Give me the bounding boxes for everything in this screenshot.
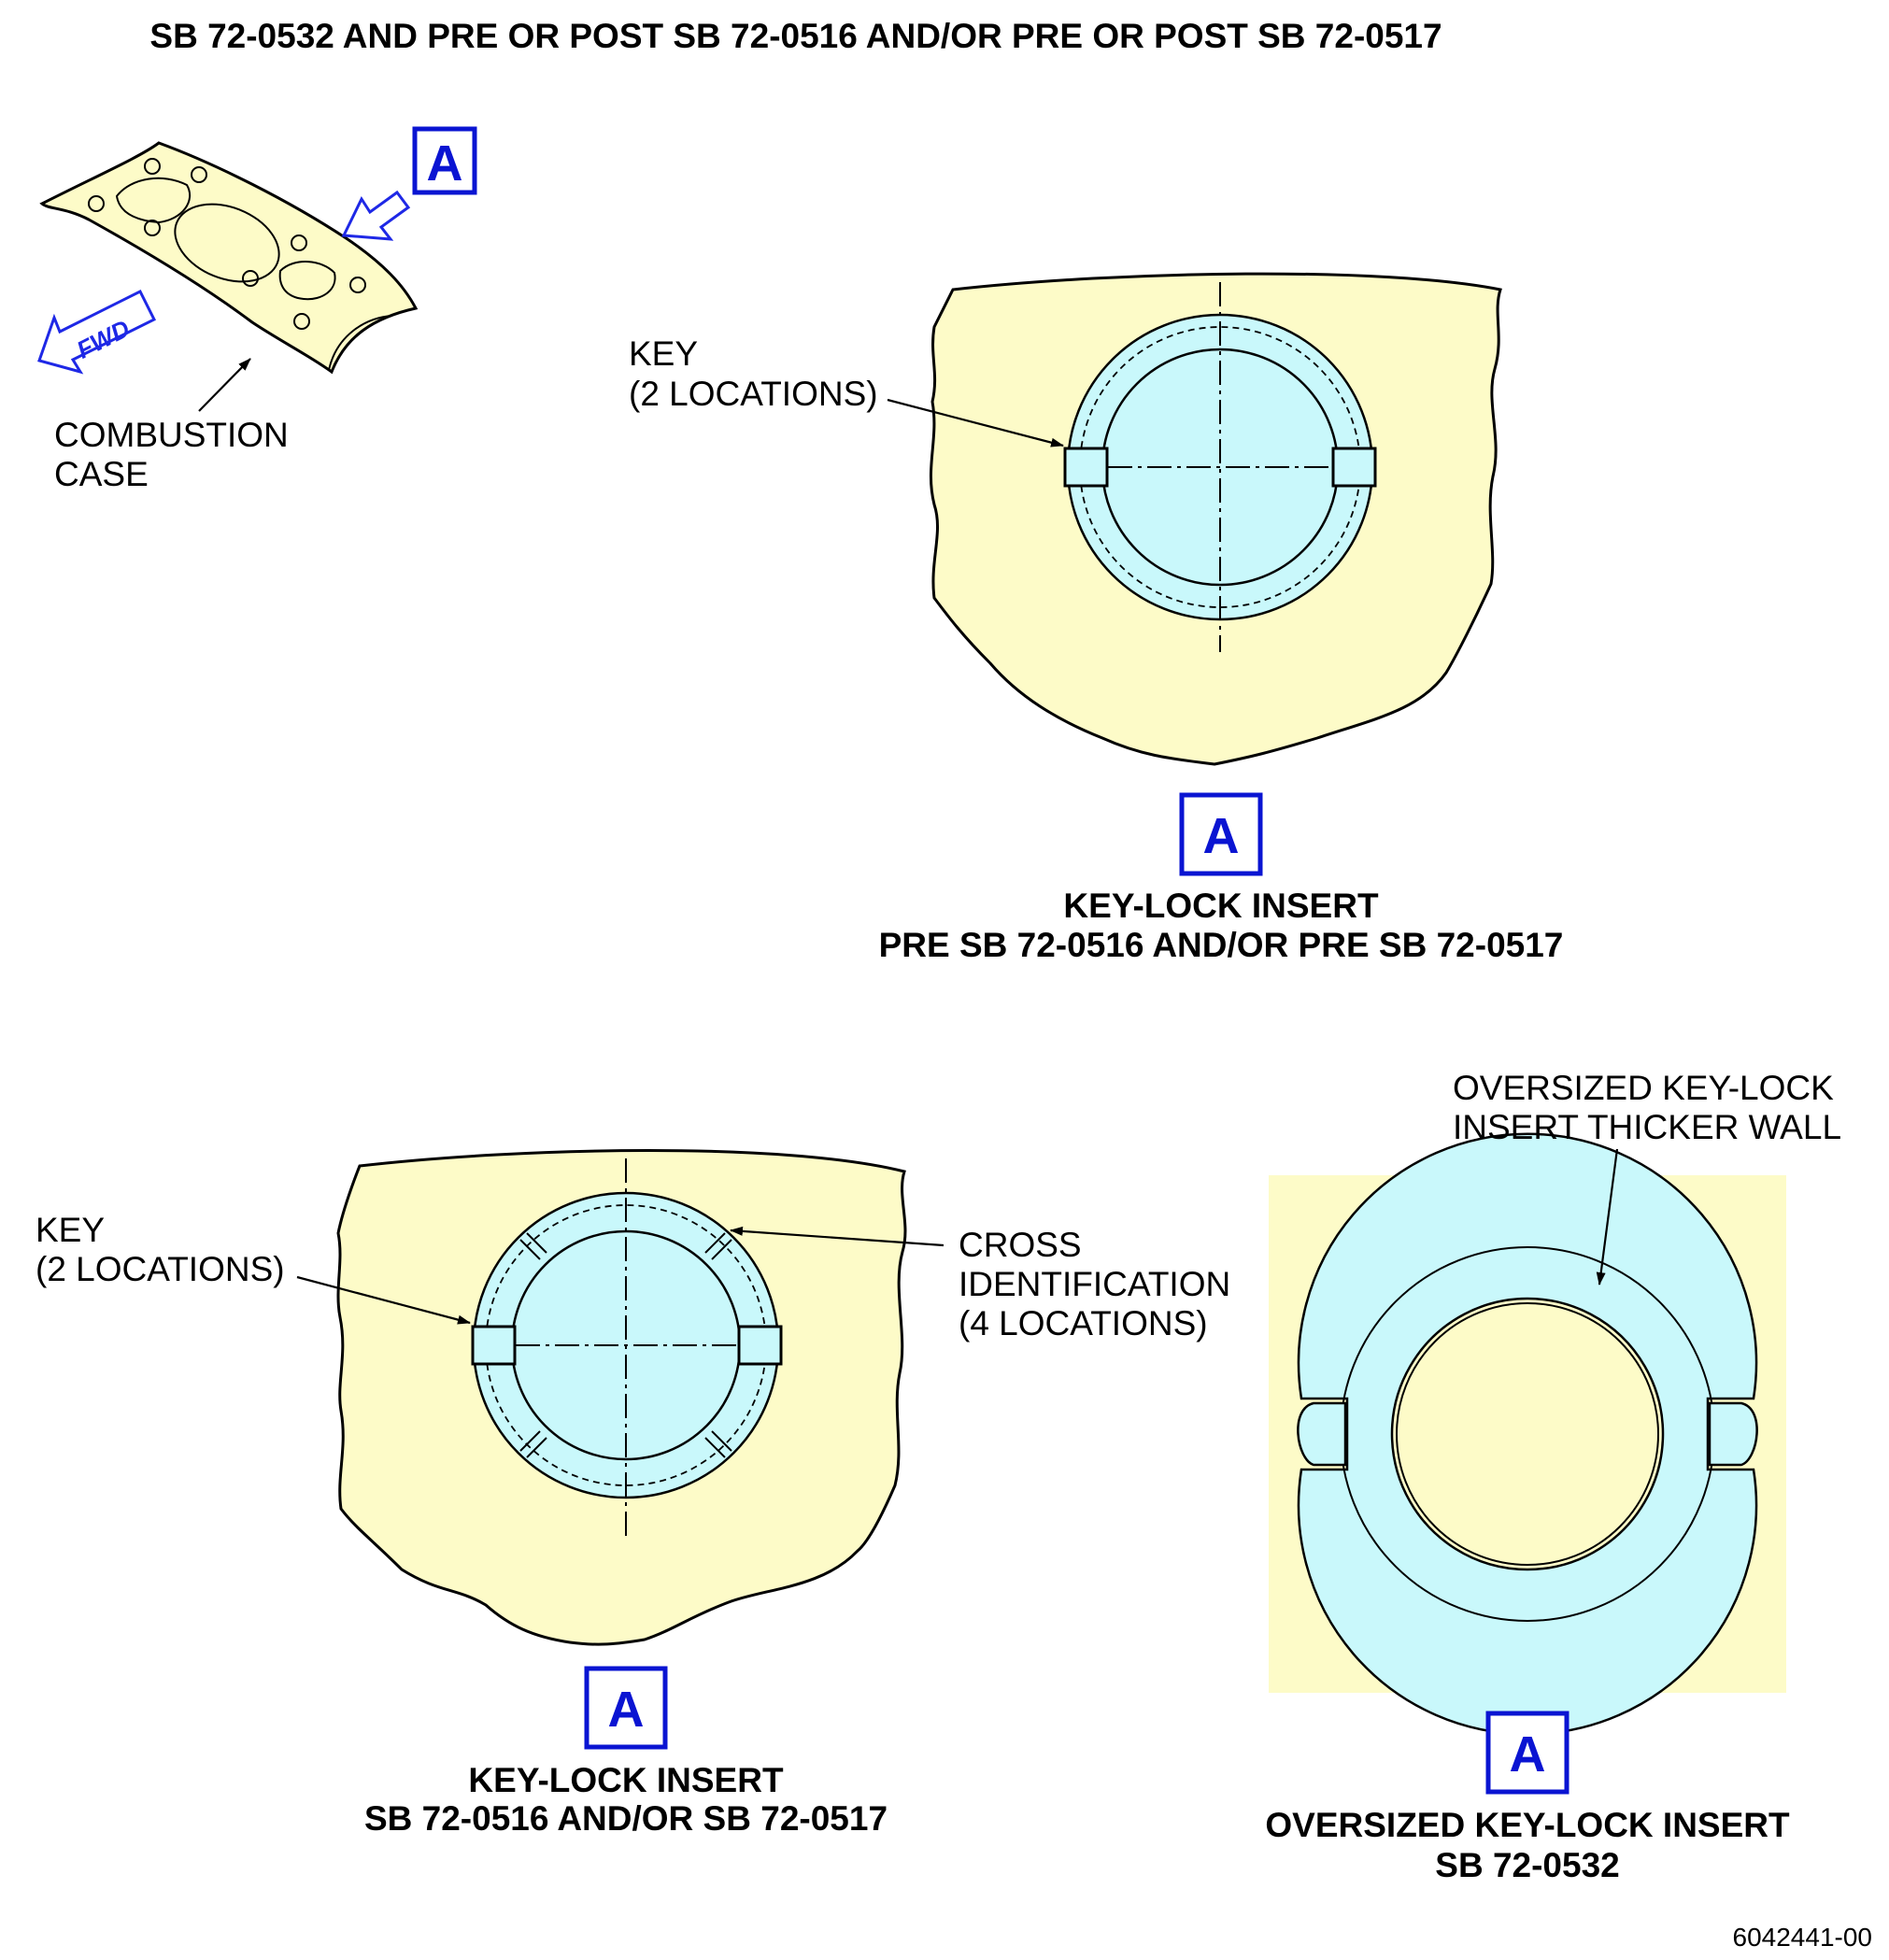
- cross-identification-label-line2: IDENTIFICATION: [959, 1265, 1230, 1303]
- key-left: [471, 1325, 517, 1366]
- cross-identification-label: CROSS: [959, 1226, 1082, 1264]
- view-arrow-icon: [341, 190, 411, 241]
- view-marker-a-oversized: A: [1485, 1711, 1569, 1795]
- cross-identification-label-line3: (4 LOCATIONS): [959, 1304, 1208, 1342]
- caption-title: KEY-LOCK INSERT: [468, 1761, 784, 1799]
- page-title: SB 72-0532 AND PRE OR POST SB 72-0516 AN…: [149, 17, 1442, 55]
- view-pre-sb: KEY (2 LOCATIONS) A KEY-LOCK INSERT PRE …: [629, 272, 1564, 964]
- caption-title: OVERSIZED KEY-LOCK INSERT: [1265, 1806, 1790, 1844]
- key-label: KEY: [629, 334, 698, 373]
- key-label-line2: (2 LOCATIONS): [36, 1250, 285, 1288]
- caption-title: KEY-LOCK INSERT: [1063, 887, 1379, 925]
- caption-subtitle: SB 72-0532: [1435, 1846, 1619, 1884]
- key-left: [1297, 1401, 1347, 1467]
- svg-text:A: A: [1510, 1726, 1546, 1782]
- combustion-case-label-line2: CASE: [54, 455, 149, 493]
- combustion-case-label: COMBUSTION: [54, 416, 289, 454]
- key-left: [1063, 447, 1109, 488]
- thicker-wall-label: OVERSIZED KEY-LOCK: [1453, 1069, 1834, 1107]
- thicker-wall-label-line2: INSERT THICKER WALL: [1453, 1108, 1841, 1146]
- cross-identification-marks: [519, 1232, 732, 1458]
- view-post-sb: KEY (2 LOCATIONS) CROSS IDENTIFICATION (…: [36, 1149, 1230, 1838]
- fwd-arrow-icon: FWD: [37, 289, 157, 375]
- caption-subtitle: PRE SB 72-0516 AND/OR PRE SB 72-0517: [879, 926, 1564, 964]
- locator-view: A FWD COMBUSTION CASE: [37, 126, 477, 493]
- caption-subtitle: SB 72-0516 AND/OR SB 72-0517: [364, 1799, 888, 1838]
- svg-text:A: A: [1203, 808, 1240, 864]
- key-right: [737, 1325, 783, 1366]
- combustion-case-drawing: [39, 141, 419, 375]
- key-label: KEY: [36, 1211, 105, 1249]
- view-oversized: OVERSIZED KEY-LOCK INSERT THICKER WALL A…: [1265, 1069, 1841, 1884]
- key-right: [1708, 1401, 1758, 1467]
- key-label-line2: (2 LOCATIONS): [629, 375, 878, 413]
- view-marker-a-locator: A: [412, 126, 477, 195]
- view-marker-a-post: A: [584, 1666, 668, 1750]
- oversized-insert-ring: [1297, 1132, 1758, 1736]
- svg-text:A: A: [427, 135, 463, 192]
- figure-number: 6042441-00: [1733, 1923, 1872, 1952]
- svg-text:A: A: [608, 1682, 645, 1738]
- key-right: [1331, 447, 1377, 488]
- view-marker-a-pre: A: [1179, 792, 1263, 876]
